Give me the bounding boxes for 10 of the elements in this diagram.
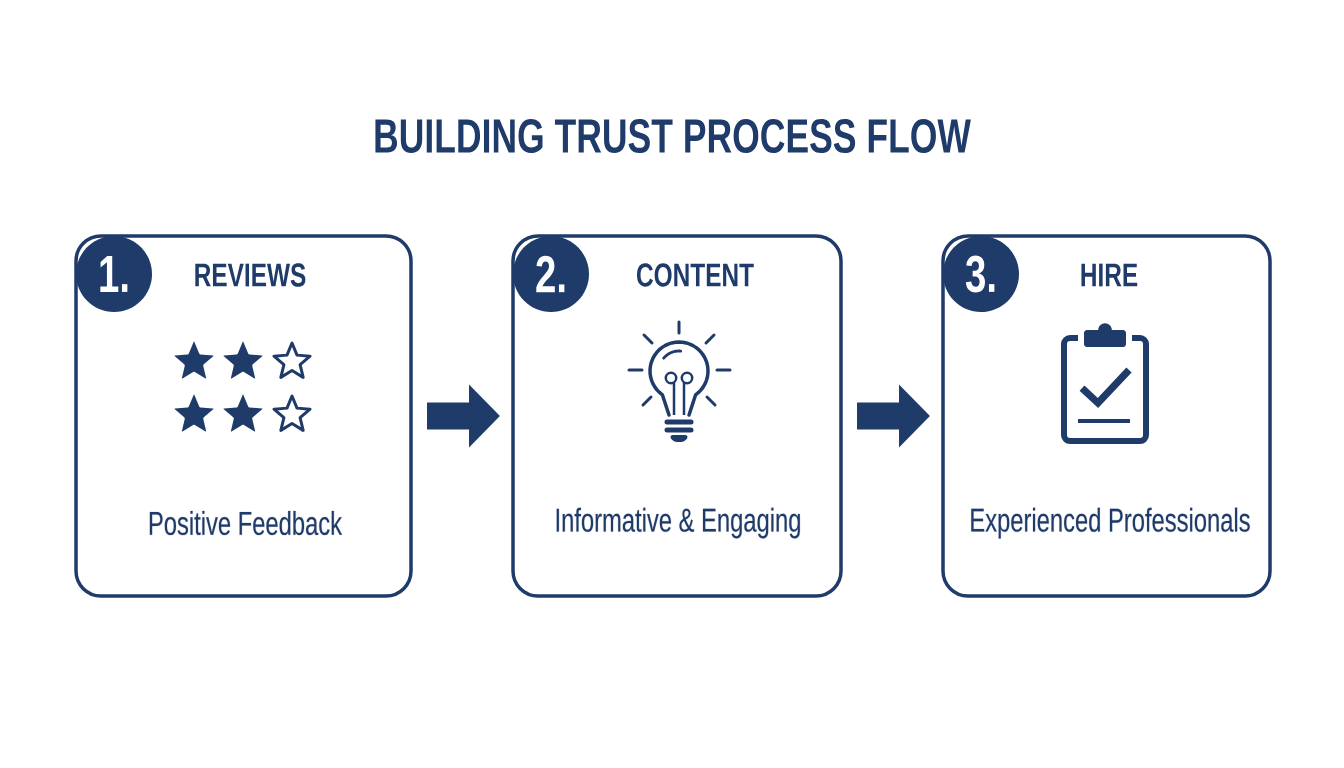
number-badge: 3.	[943, 236, 1019, 312]
card-heading: CONTENT	[637, 263, 754, 287]
card-text: Positive Feedback	[149, 510, 343, 536]
title: BUILDING TRUST PROCESS FLOW	[375, 119, 971, 153]
number-badge: 2.	[513, 236, 589, 312]
number-badge: 1.	[76, 236, 152, 312]
card-heading: HIRE	[1081, 263, 1138, 287]
card-text: Experienced Professionals	[971, 507, 1250, 539]
card-heading: REVIEWS	[195, 263, 306, 287]
card-text: Informative & Engaging	[556, 507, 800, 539]
